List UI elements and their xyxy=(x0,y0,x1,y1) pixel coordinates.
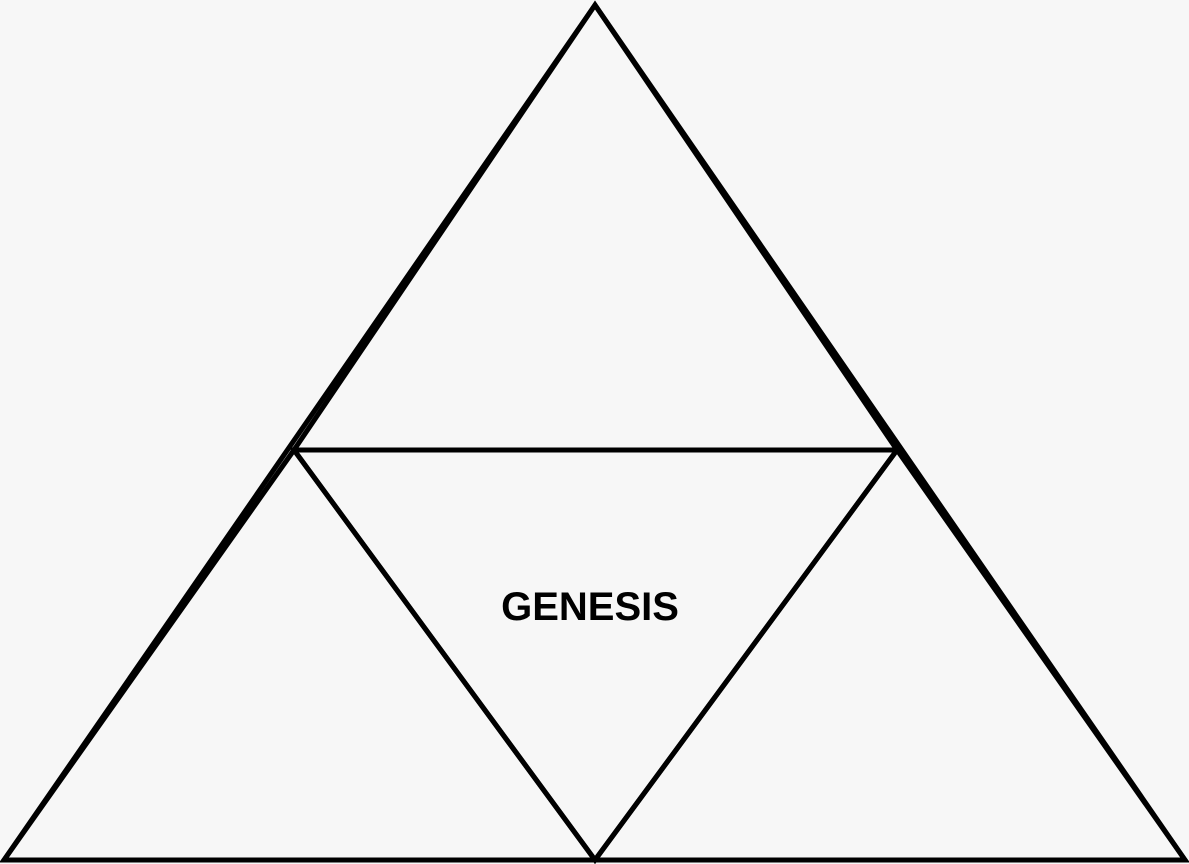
center-inverted-triangle xyxy=(289,447,902,864)
center-label: GENESIS xyxy=(501,585,679,629)
